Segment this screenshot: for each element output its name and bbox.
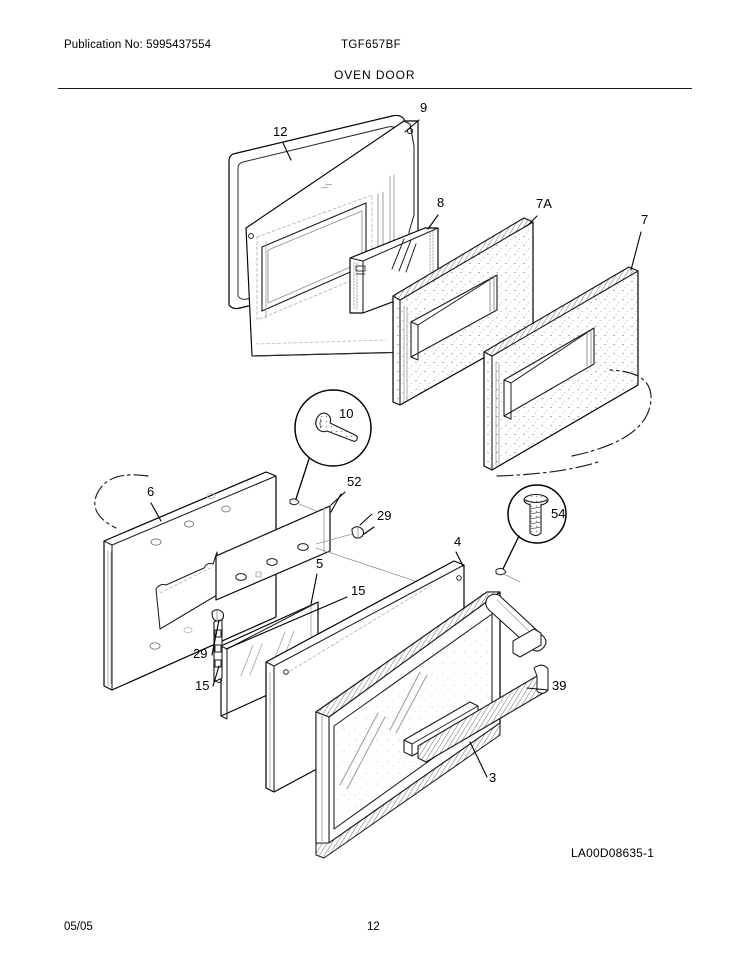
model-number: TGF657BF (341, 39, 402, 51)
drawing-number: LA00D08635-1 (571, 846, 655, 860)
callout-10: 10 (339, 406, 353, 421)
callout-52: 52 (347, 474, 361, 489)
part-6-door-inner-liner (94, 471, 277, 691)
part-7a-insulation-panel-front (392, 217, 534, 406)
revision-date: 05/05 (64, 921, 93, 933)
callout-7a: 7A (536, 196, 552, 211)
callout-5: 5 (316, 556, 323, 571)
callout-8: 8 (437, 195, 444, 210)
callout-7: 7 (641, 212, 648, 227)
callout-54: 54 (551, 506, 565, 521)
callout-leader-lines (150, 119, 642, 778)
callout-15-lower: 15 (195, 678, 209, 693)
callout-labels: 12 9 8 7A 7 10 52 6 29 54 5 4 15 29 15 3… (147, 100, 648, 785)
page-number: 12 (367, 921, 380, 933)
part-5-inner-glass (220, 601, 319, 720)
callout-29-upper: 29 (377, 508, 391, 523)
callout-9: 9 (420, 100, 427, 115)
header-divider (58, 88, 692, 89)
callout-4: 4 (454, 534, 461, 549)
part-9-door-outer-panel (245, 120, 419, 357)
part-3-outer-door-glass-frame (315, 591, 501, 859)
part-29-clip-lower (211, 609, 225, 622)
section-title: OVEN DOOR (334, 68, 416, 82)
part-29-clip-upper (315, 513, 431, 587)
part-39-door-handle-bar (417, 593, 549, 763)
callout-12: 12 (273, 124, 287, 139)
callout-6: 6 (147, 484, 154, 499)
callout-39: 39 (552, 678, 566, 693)
part-7-insulation-panel-rear (483, 266, 652, 477)
callout-29-lower: 29 (193, 646, 207, 661)
detail-circle-54 (495, 484, 567, 583)
callout-15-upper: 15 (351, 583, 365, 598)
publication-number: Publication No: 5995437554 (64, 39, 212, 51)
detail-circle-10 (289, 389, 372, 512)
callout-3: 3 (489, 770, 496, 785)
